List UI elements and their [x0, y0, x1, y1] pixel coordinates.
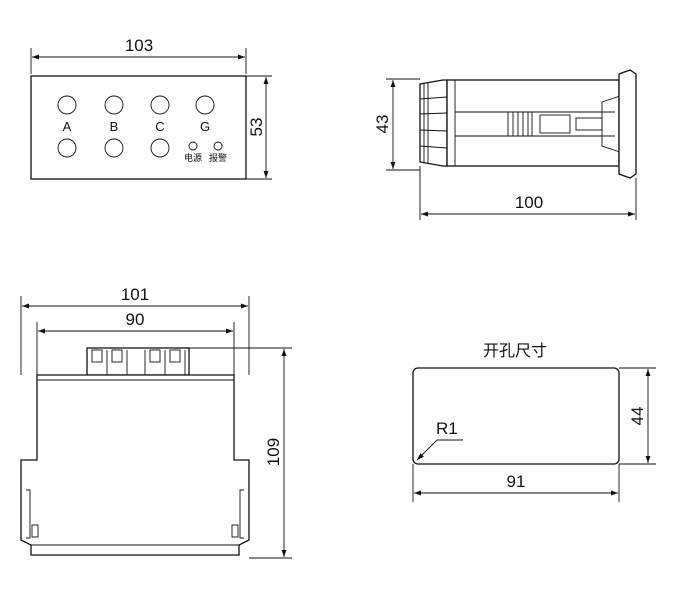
bottom-latch-right	[231, 524, 239, 538]
button-b-bottom	[104, 138, 124, 158]
button-g-top	[195, 95, 215, 115]
side-height-dimension: 43	[373, 115, 392, 134]
side-front-bezel	[618, 69, 637, 179]
button-a-top	[57, 95, 77, 115]
button-a-bottom	[57, 138, 77, 158]
cutout-view: 开孔尺寸 R1 44 91	[412, 342, 656, 502]
terminal-screw	[91, 349, 103, 363]
side-screw-thread	[507, 111, 533, 137]
bottom-side-clip-left	[26, 489, 31, 539]
front-width-dimension: 103	[125, 36, 153, 55]
button-label-a: A	[63, 119, 72, 134]
radius-leader-arrow	[416, 439, 438, 461]
side-rib-line	[419, 129, 448, 132]
front-height-dimension: 53	[247, 118, 266, 137]
side-rib-line	[419, 96, 448, 100]
cutout-radius-label: R1	[436, 419, 458, 438]
bottom-outer-width-dimension: 101	[121, 285, 149, 304]
terminal-screw	[149, 349, 161, 363]
side-length-dimension: 100	[515, 193, 543, 212]
alarm-indicator-led	[213, 141, 223, 151]
terminal-block	[86, 347, 190, 376]
terminal-screw	[111, 349, 123, 363]
terminal-screw	[169, 349, 181, 363]
cutout-width-dimension: 91	[507, 472, 526, 491]
bottom-inner-width-dimension: 90	[126, 310, 145, 329]
side-housing	[446, 79, 620, 167]
power-indicator-label: 电源	[184, 152, 202, 163]
bottom-latch-left	[31, 524, 39, 538]
front-panel	[30, 75, 247, 180]
cutout-title: 开孔尺寸	[483, 342, 547, 360]
side-clamp-nut	[539, 114, 571, 134]
bottom-height-dimension: 109	[264, 438, 283, 466]
side-rib-line	[419, 145, 448, 149]
button-label-c: C	[155, 119, 164, 134]
button-label-g: G	[200, 119, 210, 134]
cutout-rectangle	[412, 367, 620, 465]
bottom-housing	[20, 374, 250, 556]
side-rib-line	[419, 112, 448, 115]
front-view: 103 53 A B C G 电源 报警	[30, 36, 272, 180]
button-c-top	[150, 95, 170, 115]
button-c-bottom	[150, 138, 170, 158]
cutout-height-dimension: 44	[628, 407, 647, 426]
side-view: 43 100	[373, 69, 637, 220]
power-indicator-led	[188, 141, 198, 151]
button-label-b: B	[110, 119, 119, 134]
button-b-top	[104, 95, 124, 115]
alarm-indicator-label: 报警	[209, 152, 227, 163]
bottom-side-clip-right	[239, 489, 244, 539]
bottom-view: 101 90 109	[20, 285, 292, 559]
